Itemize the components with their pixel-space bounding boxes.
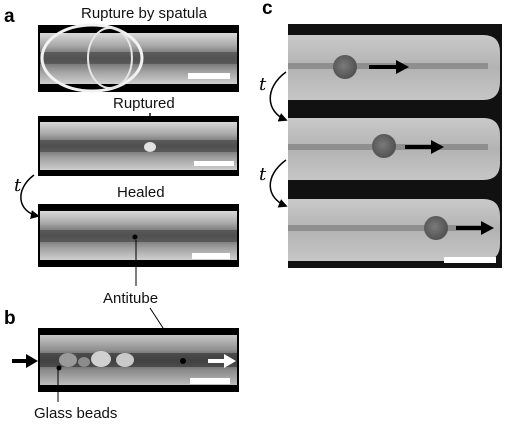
motion-arrow-1 [369, 60, 409, 74]
motion-arrow-2 [405, 140, 444, 154]
panel-a-image-rupture [38, 23, 239, 93]
time-arrow-a [20, 174, 40, 219]
scale-bar [444, 257, 496, 263]
panel-a-image-healed [38, 204, 239, 267]
healed-label: Healed [117, 184, 165, 201]
scale-bar [188, 73, 230, 79]
antitube-label: Antitube [103, 290, 158, 307]
panel-letter-b: b [4, 308, 16, 329]
time-label-a: t [14, 175, 22, 196]
glass-beads-label: Glass beads [34, 405, 117, 422]
panel-letter-c: c [262, 0, 273, 19]
panel-c-image [288, 24, 502, 268]
time-arrow-c2 [269, 159, 288, 208]
scale-bar [192, 253, 230, 259]
panel-letter-a: a [4, 6, 15, 27]
time-label-c1: t [259, 74, 267, 95]
ruptured-label: Ruptured [113, 95, 175, 112]
scale-bar [194, 161, 234, 166]
panel-b-image [38, 328, 239, 392]
panel-a-image-ruptured [38, 116, 239, 176]
time-label-c2: t [259, 164, 267, 185]
motion-arrow-3 [456, 221, 494, 235]
time-arrow-c1 [269, 71, 288, 122]
scale-bar [190, 378, 230, 384]
rupture-label: Rupture by spatula [81, 5, 208, 22]
